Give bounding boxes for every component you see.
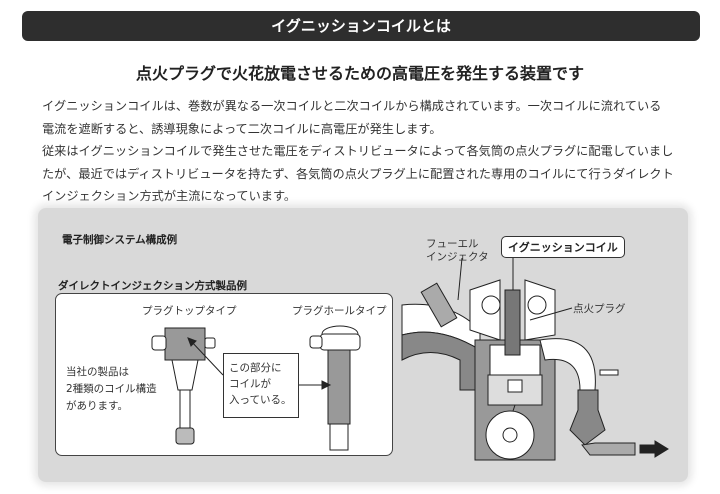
fuel-injector-line: フューエル xyxy=(426,238,479,250)
note-text: 当社の製品は 2種類のコイル構造 があります。 xyxy=(66,364,157,415)
plug-hole-label: プラグホールタイプ xyxy=(292,305,387,317)
body-line: インジェクション方式が主流になっています。 xyxy=(42,189,297,203)
section-header: イグニッションコイルとは xyxy=(22,11,700,41)
spark-plug-label: 点火プラグ xyxy=(573,303,626,315)
body-text: イグニッションコイルは、巻数が異なる一次コイルと二次コイルから構成されています。… xyxy=(42,95,692,208)
subtitle: 点火プラグで火花放電させるための高電圧を発生する装置です xyxy=(135,64,584,83)
product-label: ダイレクトインジェクション方式製品例 xyxy=(58,280,247,292)
note-line: 2種類のコイル構造 xyxy=(66,383,157,395)
callout-box: この部分に コイルが 入っている。 xyxy=(223,353,299,418)
fuel-injector-label: フューエル インジェクタ xyxy=(426,238,489,264)
note-line: があります。 xyxy=(66,400,128,412)
body-line: イグニッションコイルは、巻数が異なる一次コイルと二次コイルから構成されています。… xyxy=(42,99,662,113)
ignition-coil-label: イグニッションコイル xyxy=(501,236,625,258)
system-label: 電子制御システム構成例 xyxy=(62,234,178,246)
plug-top-label: プラグトップタイプ xyxy=(142,305,237,317)
callout-arrows xyxy=(187,337,332,390)
plug-hole-coil-icon xyxy=(309,325,361,451)
body-line: たが、最近ではディストリビュータを持たず、各気筒の点火プラグ上に配置された専用の… xyxy=(42,166,674,181)
plug-top-coil-icon xyxy=(151,327,216,445)
callout-line: コイルが xyxy=(229,378,271,390)
body-line: 従来はイグニッションコイルで発生させた電圧をディストリビュータによって各気筒の点… xyxy=(42,144,674,158)
body-line: 電流を遮断すると、誘導現象によって二次コイルに高電圧が発生します。 xyxy=(42,121,442,136)
fuel-injector-line: インジェクタ xyxy=(426,251,489,263)
engine-diagram-icon xyxy=(401,250,669,461)
callout-line: この部分に xyxy=(229,362,282,374)
callout-line: 入っている。 xyxy=(229,394,292,406)
note-line: 当社の製品は xyxy=(66,366,129,378)
